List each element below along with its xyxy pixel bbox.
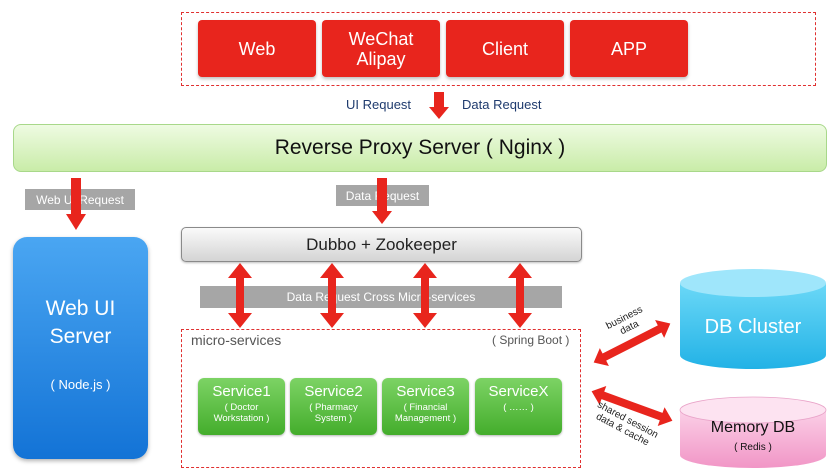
spring-boot-label: ( Spring Boot ) xyxy=(492,333,570,347)
service-3-sub: ( Financial Management ) xyxy=(394,402,457,424)
arrow-clients-to-proxy xyxy=(429,92,449,119)
arrow-proxy-to-dubbo xyxy=(372,178,392,224)
arrow-dubbo-service-x xyxy=(508,263,532,328)
service-x: ServiceX ( …… ) xyxy=(475,378,562,435)
service-x-sub: ( …… ) xyxy=(503,402,534,413)
microservices-group xyxy=(181,329,581,468)
arrow-dubbo-service-1 xyxy=(228,263,252,328)
memory-db-label: Memory DB xyxy=(710,419,796,436)
arrow-proxy-to-webui xyxy=(66,178,86,230)
client-app: APP xyxy=(570,20,688,77)
service-1-sub: ( Doctor Workstation ) xyxy=(213,402,270,424)
arrow-dubbo-service-3 xyxy=(413,263,437,328)
web-ui-server: Web UI Server ( Node.js ) xyxy=(13,237,148,459)
client-group xyxy=(181,12,816,86)
web-ui-server-title: Web UI Server xyxy=(45,297,116,348)
service-2-sub: ( Pharmacy System ) xyxy=(309,402,358,424)
service-2: Service2 ( Pharmacy System ) xyxy=(290,378,377,435)
service-1-name: Service1 xyxy=(212,383,271,400)
client-desktop: Client xyxy=(446,20,564,77)
reverse-proxy-label: Reverse Proxy Server ( Nginx ) xyxy=(274,136,566,159)
web-ui-server-sub: ( Node.js ) xyxy=(50,377,111,392)
arrow-services-memory-db xyxy=(591,386,673,426)
service-3: Service3 ( Financial Management ) xyxy=(382,378,469,435)
service-2-name: Service2 xyxy=(304,383,363,400)
ui-request-label: UI Request xyxy=(346,97,412,112)
data-request-top-label: Data Request xyxy=(462,97,542,112)
service-1: Service1 ( Doctor Workstation ) xyxy=(198,378,285,435)
memory-db-sub: ( Redis ) xyxy=(734,442,772,453)
client-web: Web xyxy=(198,20,316,77)
memory-db-cylinder xyxy=(679,396,827,468)
arrow-dubbo-service-2 xyxy=(320,263,344,328)
db-cluster-cylinder xyxy=(680,269,826,369)
service-3-name: Service3 xyxy=(396,383,455,400)
dubbo-zookeeper-bar: Dubbo + Zookeeper xyxy=(181,227,582,262)
client-wechat-alipay: WeChat Alipay xyxy=(322,20,440,77)
service-x-name: ServiceX xyxy=(488,383,549,400)
arrow-services-db-cluster xyxy=(593,320,671,366)
reverse-proxy-bar: Reverse Proxy Server ( Nginx ) xyxy=(13,124,827,172)
microservices-label: micro-services xyxy=(191,332,282,348)
db-cluster-label: DB Cluster xyxy=(704,316,802,338)
dubbo-zookeeper-label: Dubbo + Zookeeper xyxy=(306,234,457,254)
